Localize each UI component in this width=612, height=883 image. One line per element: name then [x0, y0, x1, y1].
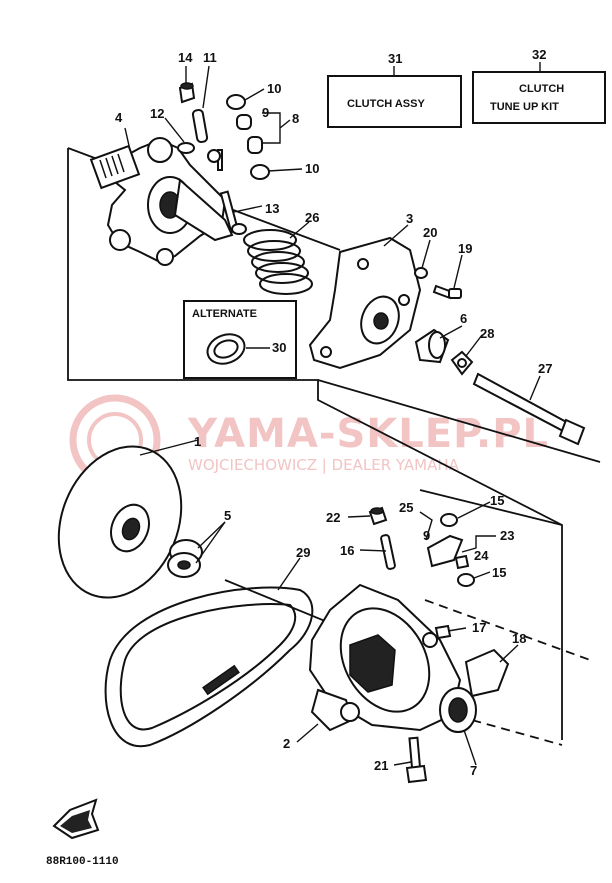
label-28: 28: [480, 326, 494, 341]
label-20: 20: [423, 225, 437, 240]
clutch-assy-text: CLUTCH ASSY: [347, 98, 425, 110]
label-12: 12: [150, 106, 164, 121]
label-27: 27: [538, 361, 552, 376]
label-15a: 15: [490, 493, 504, 508]
label-14: 14: [178, 50, 193, 65]
label-26: 26: [305, 210, 319, 225]
label-9b: 9: [423, 528, 430, 543]
tune-up-kit-number: 32: [532, 47, 546, 62]
clutch-assy-box: 31 CLUTCH ASSY: [327, 51, 462, 128]
label-13: 13: [265, 201, 279, 216]
clutch-assy-number: 31: [388, 51, 402, 66]
label-2: 2: [283, 736, 290, 751]
label-16: 16: [340, 543, 354, 558]
label-22: 22: [326, 510, 340, 525]
label-3: 3: [406, 211, 413, 226]
label-8: 8: [292, 111, 299, 126]
label-9: 9: [262, 105, 269, 120]
label-21: 21: [374, 758, 388, 773]
label-6: 6: [460, 311, 467, 326]
primary-sheave-shaft: [89, 127, 234, 266]
label-10b: 10: [305, 161, 319, 176]
part-labels: 14 11 10 9 8 12 4 10 13 26 3 20 19 6 28 …: [115, 50, 552, 778]
secondary-sheave: [308, 583, 462, 732]
label-17: 17: [472, 620, 486, 635]
diagram-code: 88R100-1110: [46, 856, 119, 868]
movable-sheave: [57, 439, 199, 599]
label-1: 1: [194, 434, 201, 449]
leader-lines: [164, 65, 541, 766]
upper-small-parts: [177, 82, 270, 235]
spider-cap: [308, 236, 422, 370]
drive-belt: [104, 586, 314, 748]
label-29: 29: [296, 545, 310, 560]
label-7: 7: [470, 763, 477, 778]
label-5: 5: [224, 508, 231, 523]
label-18: 18: [512, 631, 526, 646]
label-23: 23: [500, 528, 514, 543]
alternate-title: ALTERNATE: [192, 308, 257, 320]
label-15b: 15: [492, 565, 506, 580]
secondary-small-parts: [368, 506, 510, 784]
label-24: 24: [474, 548, 489, 563]
tune-up-kit-box: 32 CLUTCH TUNE UP KIT: [472, 47, 606, 124]
alternate-box: ALTERNATE 30: [183, 300, 297, 379]
tune-up-kit-line1: CLUTCH: [519, 83, 564, 95]
bushing: [167, 539, 203, 578]
spring: [243, 229, 313, 295]
label-11: 11: [203, 50, 217, 65]
watermark: YAMA-SKLEP.PL WOJCIECHOWICZ | DEALER YAM…: [69, 394, 549, 486]
label-4: 4: [115, 110, 123, 125]
watermark-subtitle: WOJCIECHOWICZ | DEALER YAMAHA: [188, 456, 460, 474]
label-10a: 10: [267, 81, 281, 96]
tune-up-kit-line2: TUNE UP KIT: [490, 101, 559, 113]
watermark-title: YAMA-SKLEP.PL: [187, 411, 549, 457]
label-25: 25: [399, 500, 413, 515]
fwd-arrow-icon: [52, 798, 100, 840]
label-19: 19: [458, 241, 472, 256]
cap-side-parts: [414, 267, 586, 446]
alternate-number: 30: [272, 340, 286, 355]
